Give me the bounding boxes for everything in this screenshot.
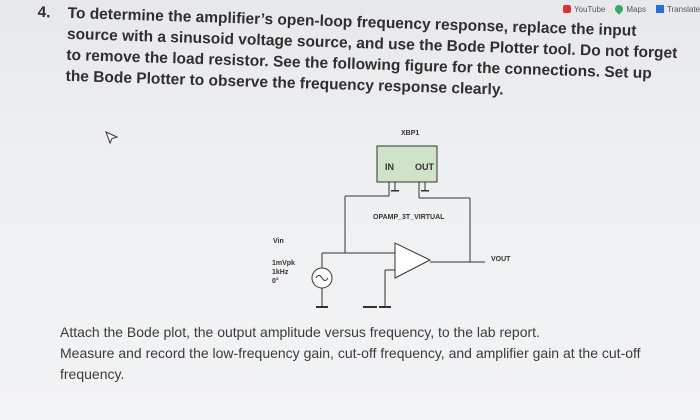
bode-plotter-label: XBP1 — [401, 130, 420, 137]
bode-in-label: IN — [385, 162, 394, 172]
maps-icon — [613, 3, 626, 15]
attach-instructions: Attach the Bode plot, the output amplitu… — [60, 322, 670, 385]
bookmark-label: YouTube — [573, 4, 606, 14]
bookmark-label: Maps — [626, 4, 646, 14]
bookmark-youtube[interactable]: YouTube — [562, 4, 606, 14]
vin-label: Vin — [273, 238, 284, 245]
circuit-diagram: XBP1 IN OUT OPAMP_3T_VIRTUAL Vin VOUT 1m… — [255, 118, 555, 323]
translate-icon — [655, 5, 664, 13]
bookmarks-bar: YouTube Maps Translate — [562, 0, 700, 18]
circuit-schematic — [311, 145, 485, 308]
youtube-icon — [562, 5, 571, 13]
problem-number: 4. — [37, 3, 51, 22]
bode-out-label: OUT — [415, 162, 434, 172]
opamp-label: OPAMP_3T_VIRTUAL — [373, 214, 445, 221]
problem-text: To determine the amplifier’s open-loop f… — [65, 3, 679, 106]
source-phase: 0° — [272, 278, 279, 285]
bookmark-maps[interactable]: Maps — [613, 3, 646, 15]
source-frequency: 1kHz — [272, 269, 289, 276]
bookmark-translate[interactable]: Translate — [655, 4, 700, 14]
vout-label: VOUT — [491, 256, 511, 263]
bookmark-label: Translate — [666, 4, 700, 14]
source-amplitude: 1mVpk — [272, 260, 295, 267]
mouse-cursor-icon — [105, 131, 119, 145]
attach-line-2: Measure and record the low-frequency gai… — [60, 345, 641, 382]
attach-line-1: Attach the Bode plot, the output amplitu… — [60, 324, 540, 340]
problem-bold-term: Bode Plotter tool — [446, 37, 572, 59]
